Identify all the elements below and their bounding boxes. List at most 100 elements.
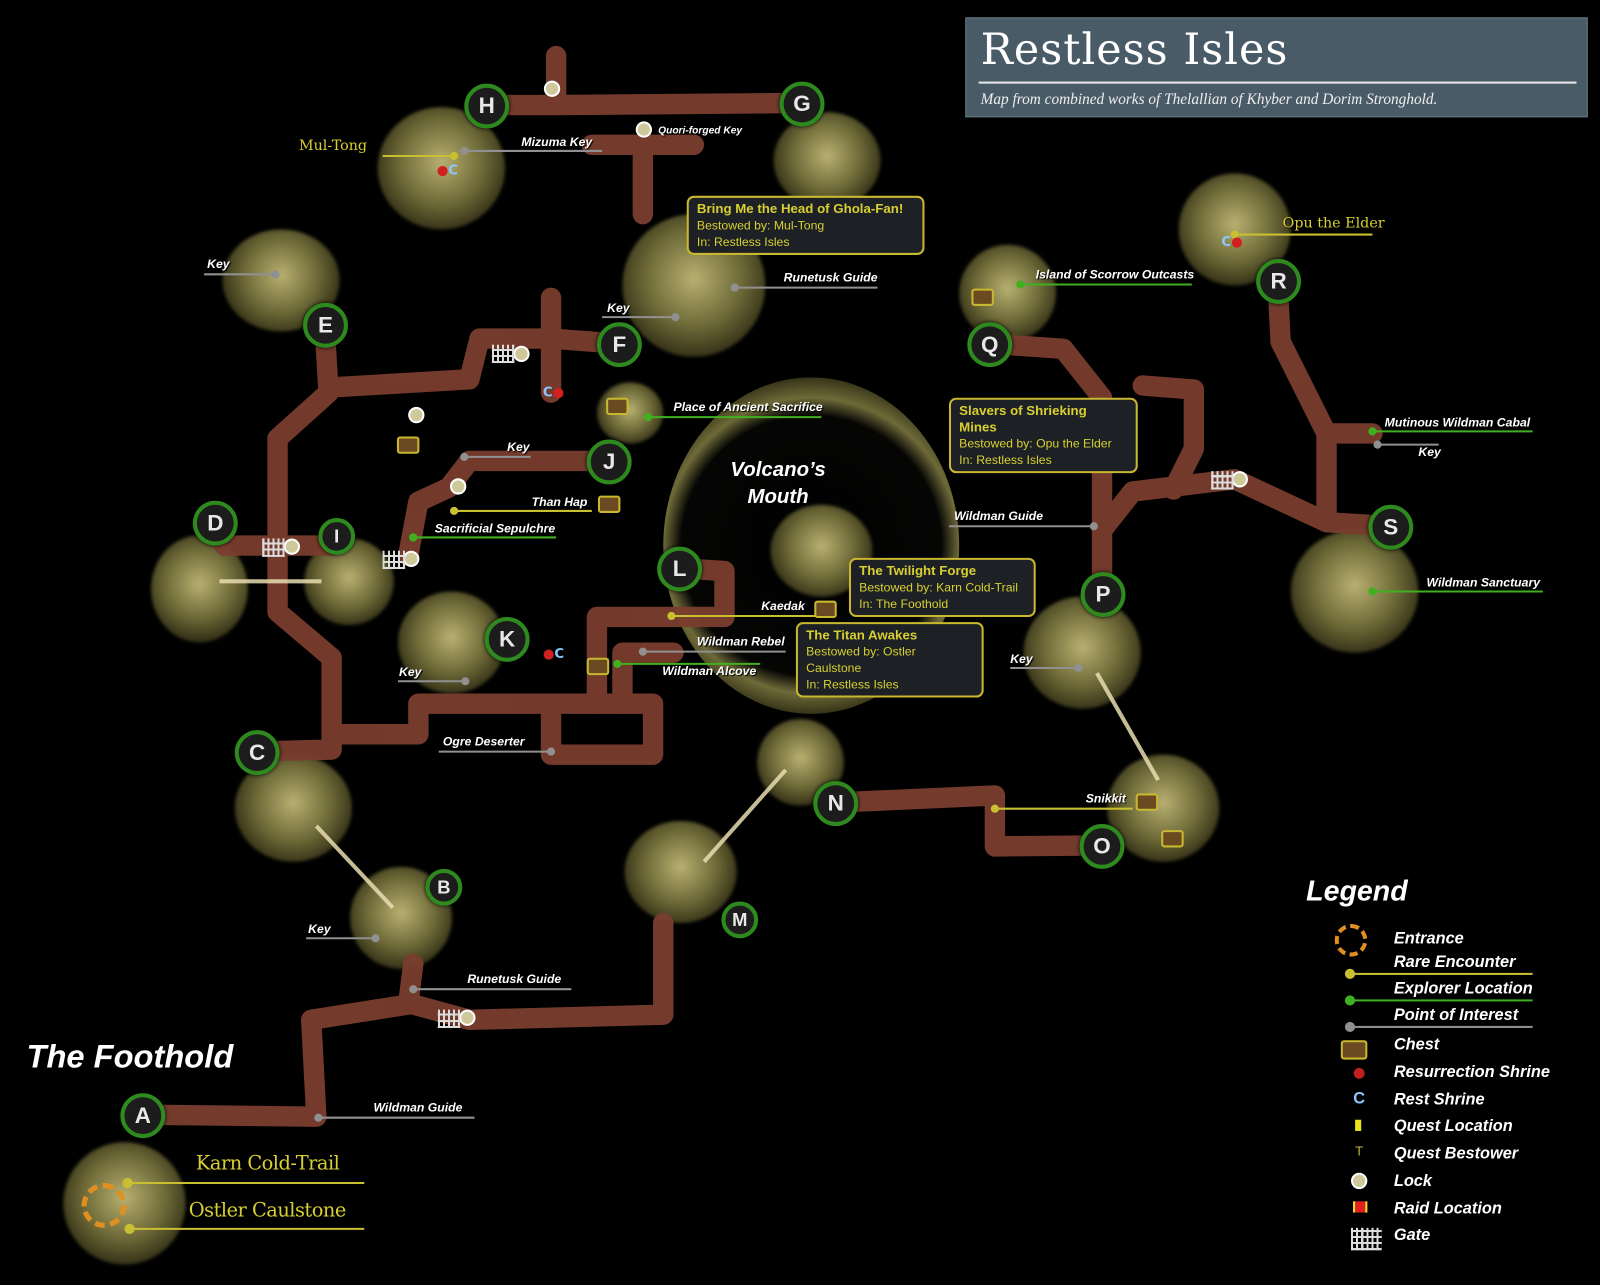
legend: Legend Entrance Rare Encounter Explorer … <box>1304 874 1569 1251</box>
chest-icon <box>586 657 610 676</box>
quest-location: In: Restless Isles <box>959 452 1052 468</box>
chest-icon <box>606 397 629 416</box>
title-box: Restless Isles Map from combined works o… <box>965 17 1588 118</box>
label-ancient-sacrifice: Place of Ancient Sacrifice <box>673 399 823 415</box>
path-r-s <box>1267 270 1337 533</box>
bridge-p-o <box>1095 672 1160 782</box>
chest-icon <box>1161 830 1184 848</box>
resurrection-shrine-icon: ● <box>1352 1064 1366 1081</box>
label-kaedak: Kaedak <box>761 598 805 613</box>
label-runetusk-guide-north: Runetusk Guide <box>783 270 878 285</box>
chest-icon <box>1340 1040 1368 1060</box>
map-title: Restless Isles <box>980 24 1289 75</box>
path-j <box>397 450 619 566</box>
quest-bestowed: Bestowed by: Mul-Tong <box>696 218 825 233</box>
marker-d: D <box>192 500 238 546</box>
rest-shrine-icon: C <box>1353 1090 1366 1108</box>
island-p <box>1023 596 1141 709</box>
explorer-line <box>1348 999 1533 1002</box>
foothold-label: The Foothold <box>26 1038 234 1075</box>
marker-p: P <box>1080 572 1126 617</box>
marker-j: J <box>586 439 632 485</box>
map-subtitle: Map from combined works of Thelallian of… <box>980 91 1438 109</box>
marker-r: R <box>1256 259 1302 304</box>
quest-location: In: The Foothold <box>859 596 949 611</box>
marker-l: L <box>657 546 703 592</box>
quest-bestowed: Bestowed by: Karn Cold-Trail <box>859 580 1018 595</box>
lock-icon <box>283 538 300 555</box>
raid-location-icon <box>1353 1201 1368 1213</box>
gate-icon <box>1351 1227 1382 1251</box>
marker-n: N <box>813 781 859 827</box>
gate-icon <box>1211 471 1234 490</box>
label-key-cabal: Key <box>1418 444 1441 459</box>
label-wildman-rebel: Wildman Rebel <box>696 634 785 649</box>
lock-icon <box>459 1009 476 1026</box>
path-l-inner <box>612 642 684 714</box>
label-ostler-caulstone: Ostler Caulstone <box>188 1199 347 1222</box>
marker-c: C <box>234 730 280 776</box>
legend-item-quest-location: Quest Location <box>1393 1117 1513 1136</box>
quest-box-ghola-fan: Bring Me the Head of Ghola-Fan! Bestowed… <box>686 195 925 255</box>
gate-icon <box>437 1009 461 1028</box>
marker-i: I <box>318 518 356 555</box>
marker-k: K <box>484 616 530 662</box>
label-karn-cold-trail: Karn Cold-Trail <box>195 1152 340 1175</box>
label-key-f: Key <box>607 300 630 316</box>
entrance-icon <box>81 1182 127 1228</box>
volcano-label-line1: Volcano’s <box>730 458 826 482</box>
path-p-s <box>1091 469 1400 541</box>
lock-icon <box>403 550 420 568</box>
lock-icon <box>449 478 467 495</box>
label-ogre-deserter: Ogre Deserter <box>442 734 525 749</box>
label-scorrow-outcasts: Island of Scorrow Outcasts <box>1035 267 1195 282</box>
bridge-c-b <box>314 824 395 910</box>
label-wildman-alcove: Wildman Alcove <box>662 663 757 679</box>
legend-item-rest-shrine: Rest Shrine <box>1393 1091 1485 1109</box>
chest-icon <box>971 288 994 306</box>
label-runetusk-guide-south: Runetusk Guide <box>467 971 562 987</box>
label-wildman-guide-p: Wildman Guide <box>954 508 1044 524</box>
poi-line <box>1348 1025 1533 1028</box>
legend-item-raid-location: Raid Location <box>1393 1200 1502 1218</box>
quest-location-icon <box>1355 1119 1362 1131</box>
legend-item-explorer-location: Explorer Location <box>1393 980 1533 998</box>
marker-q: Q <box>967 322 1013 368</box>
marker-g: G <box>779 81 825 127</box>
legend-title: Legend <box>1306 874 1408 907</box>
quest-title: The Twilight Forge <box>859 562 977 579</box>
lock-icon <box>543 80 561 97</box>
label-key-k: Key <box>398 664 422 680</box>
marker-o: O <box>1079 823 1125 869</box>
lock-icon <box>1231 471 1248 488</box>
marker-h: H <box>464 83 510 129</box>
rare-encounter-line <box>1348 972 1533 975</box>
legend-item-chest: Chest <box>1393 1036 1440 1054</box>
label-mutinous-wildman-cabal: Mutinous Wildman Cabal <box>1384 415 1531 430</box>
volcano-mouth-label: Volcano’s Mouth <box>719 457 836 510</box>
path-quest-loop <box>1132 375 1205 500</box>
marker-s: S <box>1368 504 1414 550</box>
marker-a: A <box>120 1093 166 1139</box>
gate-icon <box>491 344 515 364</box>
marker-f: F <box>596 322 642 368</box>
marker-e: E <box>303 302 348 348</box>
quest-location: In: Restless Isles <box>806 677 899 692</box>
path-n-o <box>824 785 1112 857</box>
island-g <box>773 112 881 210</box>
chest-icon <box>396 436 420 454</box>
quest-box-twilight-forge: The Twilight Forge Bestowed by: Karn Col… <box>848 557 1036 617</box>
path-q-p <box>978 333 1113 604</box>
quest-bestowed: Bestowed by: Opu the Elder <box>959 436 1112 451</box>
quest-location: In: Restless Isles <box>696 234 790 249</box>
chest-icon <box>597 495 621 513</box>
quest-box-shrieking-mines: Slavers of Shrieking Mines Bestowed by: … <box>948 397 1138 474</box>
label-key-nw: Key <box>207 256 230 272</box>
label-mul-tong: Mul-Tong <box>298 137 368 154</box>
rare-encounter-dot <box>1344 968 1356 980</box>
bridge-m-n <box>702 768 788 864</box>
rest-shrine-icon: ●C <box>542 646 565 662</box>
label-key-p: Key <box>1010 651 1033 666</box>
path-quori <box>581 134 705 225</box>
